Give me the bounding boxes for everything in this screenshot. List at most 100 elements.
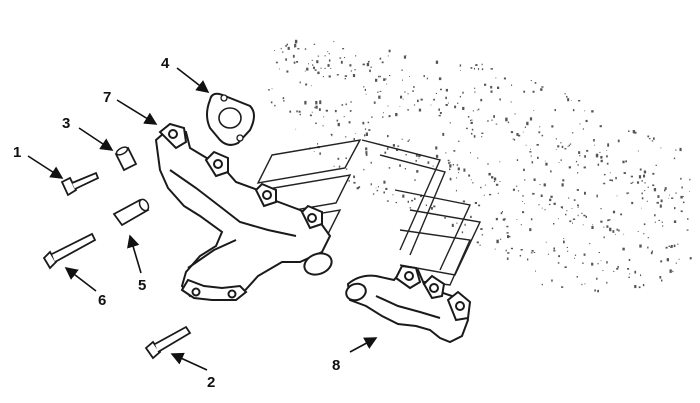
engine-stipple-dot <box>304 48 307 50</box>
engine-stipple-dot <box>674 207 676 210</box>
engine-stipple-dot <box>631 201 634 205</box>
callout-1: 1 <box>13 144 21 161</box>
engine-stipple-dot <box>538 204 540 206</box>
engine-stipple-dot <box>483 194 485 196</box>
engine-stipple-dot <box>625 160 627 163</box>
engine-stipple-dot <box>282 51 284 53</box>
engine-stipple-dot <box>468 174 471 177</box>
engine-stipple-dot <box>562 179 565 182</box>
arrow-6 <box>64 267 97 292</box>
engine-stipple-dot <box>673 157 676 160</box>
engine-stipple-dot <box>401 69 403 71</box>
engine-stipple-dot <box>308 63 309 65</box>
engine-stipple-dot <box>484 184 486 186</box>
engine-stipple-dot <box>342 48 345 50</box>
engine-stipple-dot <box>617 265 619 268</box>
engine-stipple-dot <box>533 178 536 181</box>
engine-stipple-dot <box>334 109 337 113</box>
engine-stipple-dot <box>403 55 406 59</box>
engine-stipple-dot <box>337 122 340 127</box>
engine-stipple-dot <box>558 255 560 258</box>
engine-stipple-dot <box>618 229 620 232</box>
engine-stipple-dot <box>554 109 556 112</box>
engine-stipple-dot <box>600 260 602 261</box>
engine-stipple-dot <box>522 201 523 202</box>
engine-stipple-dot <box>402 79 403 81</box>
engine-stipple-dot <box>689 257 692 260</box>
engine-stipple-dot <box>339 57 342 59</box>
engine-stipple-dot <box>481 63 483 66</box>
engine-stipple-dot <box>574 254 577 256</box>
engine-stipple-dot <box>280 47 282 50</box>
engine-stipple-dot <box>598 252 600 253</box>
engine-stipple-dot <box>383 78 386 81</box>
arrow-1 <box>27 155 64 179</box>
engine-stipple-dot <box>656 201 659 204</box>
engine-stipple-dot <box>488 172 491 176</box>
engine-stipple-dot <box>365 151 368 155</box>
engine-stipple-dot <box>681 186 683 189</box>
engine-stipple-dot <box>560 206 563 209</box>
engine-stipple-dot <box>473 67 475 70</box>
engine-stipple-dot <box>343 116 345 118</box>
engine-stipple-dot <box>407 109 409 111</box>
engine-stipple-dot <box>641 207 642 209</box>
engine-stipple-dot <box>648 138 651 140</box>
engine-stipple-dot <box>530 148 531 150</box>
engine-stipple-dot <box>325 109 328 112</box>
engine-stipple-dot <box>643 233 645 235</box>
engine-stipple-dot <box>597 163 600 166</box>
engine-stipple-dot <box>489 193 492 196</box>
engine-stipple-dot <box>383 112 384 114</box>
engine-stipple-dot <box>493 115 495 118</box>
engine-stipple-dot <box>668 197 670 199</box>
engine-stipple-dot <box>370 161 372 164</box>
engine-stipple-dot <box>523 90 526 93</box>
engine-stipple-dot <box>603 226 605 228</box>
engine-stipple-dot <box>385 187 388 190</box>
engine-stipple-dot <box>484 83 487 86</box>
engine-stipple-dot <box>531 250 534 252</box>
engine-stipple-dot <box>630 182 633 184</box>
engine-stipple-dot <box>654 214 656 217</box>
engine-stipple-dot <box>501 211 503 213</box>
engine-stipple-dot <box>362 63 365 66</box>
engine-stipple-dot <box>463 168 466 172</box>
engine-stipple-dot <box>558 162 560 163</box>
gasket-part <box>206 92 255 146</box>
engine-stipple-dot <box>557 145 560 148</box>
engine-stipple-dot <box>449 161 451 163</box>
engine-stipple-dot <box>589 242 591 245</box>
engine-stipple-dot <box>414 179 416 181</box>
engine-stipple-dot <box>344 136 347 138</box>
engine-stipple-dot <box>510 101 512 103</box>
engine-stipple-dot <box>462 200 466 203</box>
engine-stipple-dot <box>630 175 633 178</box>
engine-stipple-dot <box>572 109 575 112</box>
callout-labels: 1 2 3 4 5 6 7 8 <box>13 55 340 391</box>
engine-stipple-dot <box>471 132 473 135</box>
engine-stipple-dot <box>576 276 578 278</box>
engine-stipple-dot <box>438 77 442 81</box>
engine-stipple-dot <box>555 149 557 150</box>
engine-stipple-dot <box>462 91 464 94</box>
engine-stipple-dot <box>378 75 380 78</box>
engine-stipple-dot <box>541 283 543 286</box>
engine-stipple-dot <box>298 110 301 113</box>
engine-stipple-dot <box>287 46 290 50</box>
engine-stipple-dot <box>586 149 589 152</box>
engine-stipple-dot <box>385 78 387 80</box>
engine-stipple-dot <box>299 113 301 116</box>
engine-stipple-dot <box>423 75 425 78</box>
engine-stipple-dot <box>487 120 489 122</box>
engine-stipple-dot <box>539 126 541 128</box>
engine-stipple-dot <box>516 219 518 220</box>
engine-stipple-dot <box>495 217 498 221</box>
engine-stipple-dot <box>567 145 569 147</box>
engine-stipple-dot <box>548 203 551 206</box>
engine-stipple-dot <box>435 60 439 64</box>
engine-stipple-dot <box>348 121 351 124</box>
engine-stipple-dot <box>655 164 657 166</box>
engine-stipple-dot <box>474 91 476 93</box>
engine-stipple-dot <box>350 101 352 103</box>
